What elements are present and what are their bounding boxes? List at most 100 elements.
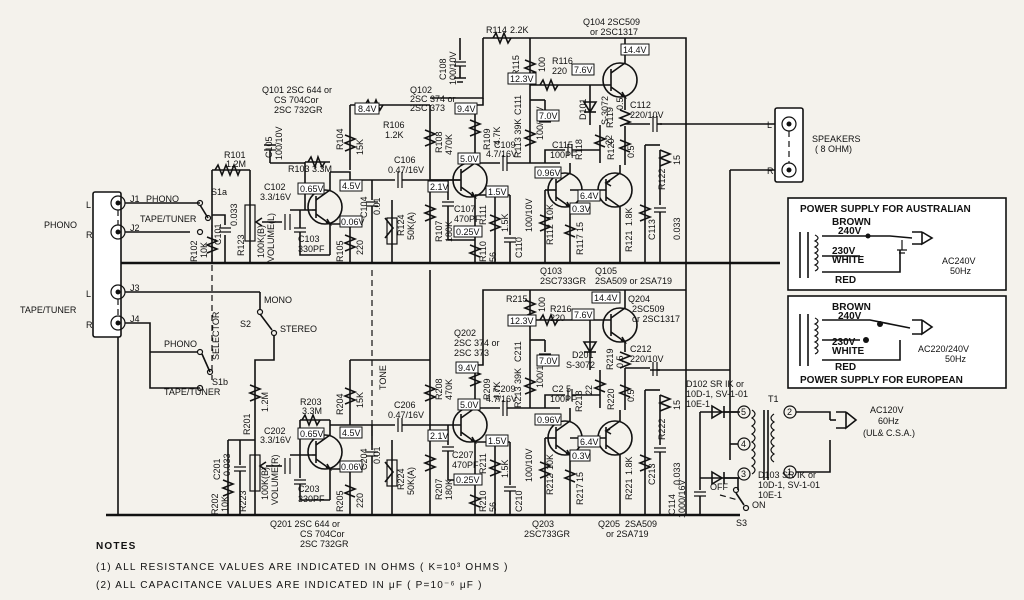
lbl-c112-val: 220/10V (630, 110, 664, 120)
lbl-r124: R124 (396, 214, 406, 236)
lbl-t1-pin1: 1 (787, 467, 792, 477)
lbl-r106-val: 1.2K (385, 130, 404, 140)
lbl-r224: R224 (396, 468, 406, 490)
lbl-ps-eu-white: WHITE (832, 346, 865, 357)
v-bot-2-1: 2.1V (430, 431, 449, 441)
lbl-r117-val: 15 (575, 222, 585, 232)
lbl-c114-val: 1000/16V (677, 479, 687, 518)
lbl-ps-aus-ac: AC240V (942, 256, 976, 266)
lbl-d102-b: 10D-1, SV-1-01 (686, 389, 748, 399)
lbl-r101-val: 1.2M (226, 159, 246, 169)
lbl-r210: R210 (478, 490, 488, 512)
selector-switch (150, 199, 214, 392)
lbl-r112: R112 (545, 224, 555, 245)
lbl-q204-a: Q204 (628, 294, 650, 304)
v-bot-9-4: 9.4V (458, 363, 477, 373)
lbl-r122-val: 15 (672, 155, 682, 165)
lbl-r218: R218 (574, 390, 584, 412)
lbl-ps-eu-red: RED (835, 362, 856, 373)
lbl-ps-aus-white: WHITE (832, 255, 865, 266)
lbl-q202-c: 2SC 373 (454, 348, 489, 358)
lbl-r111-val: 1.5K (500, 213, 510, 232)
lbl-r208: R208 (434, 378, 444, 400)
lbl-vol-l: 100K(B) (256, 225, 266, 258)
lbl-r212-val: 10K (545, 454, 555, 470)
lbl-r211: R211 (478, 453, 488, 474)
lbl-ps-aus-hz: 50Hz (950, 266, 972, 276)
label-s1a: S1a (211, 187, 227, 197)
lbl-t1-pin3: 3 (741, 469, 746, 479)
lbl-r118-val: 22 (604, 135, 614, 145)
lbl-q202-a: Q202 (454, 328, 476, 338)
lbl-d103-a: D103 SR IK or (758, 470, 816, 480)
lbl-r115-val: 100 (537, 57, 547, 72)
lbl-speakers-ohm: ( 8 OHM) (815, 144, 852, 154)
lbl-d103-c: 10E-1 (758, 490, 782, 500)
notes-title: NOTES (96, 541, 137, 552)
label-phono-l: L (86, 200, 91, 210)
lbl-c204: C204 (359, 448, 369, 470)
lbl-r108: R108 (434, 131, 444, 153)
lbl-c213: C213 (647, 463, 657, 485)
label-j1: J1 (130, 194, 140, 204)
lbl-q101-b: CS 704Cor (274, 95, 319, 105)
lbl-r221: R221 (624, 478, 634, 500)
lbl-d103-b: 10D-1, SV-1-01 (758, 480, 820, 490)
lbl-r203: R203 (300, 397, 322, 407)
lbl-r118: R118 (574, 139, 584, 160)
lbl-c203-val: 330PF (298, 494, 325, 504)
lbl-c115: C115 (552, 140, 573, 150)
v-top-7-6: 7.6V (574, 65, 593, 75)
lbl-r116: R116 (552, 56, 573, 66)
lbl-c113-val: 0.033 (672, 217, 682, 240)
lbl-c111-val: 100/10V (535, 106, 545, 140)
speaker-terminals (774, 107, 804, 183)
lbl-r209-val: 4.7K (492, 381, 502, 400)
lbl-r115: R115 (511, 55, 521, 76)
lbl-r122: R122 (657, 168, 667, 190)
v-bot-4-5: 4.5V (342, 428, 361, 438)
lbl-q205-alt: or 2SA719 (606, 529, 649, 539)
lbl-c112: C112 (630, 100, 651, 110)
lbl-c106-val: 0.47/16V (388, 165, 424, 175)
lbl-q104-a: Q104 2SC509 (583, 17, 640, 27)
lbl-r207-val: 180K (444, 479, 454, 500)
v-top-14-4: 14.4V (623, 45, 647, 55)
lbl-ac120: AC120V (870, 405, 904, 415)
label-tape-tuner: TAPE/TUNER (20, 305, 77, 315)
lbl-speakers: SPEAKERS (812, 134, 861, 144)
v-top-12-3: 12.3V (510, 74, 534, 84)
lbl-q103-val: 2SC733GR (540, 276, 587, 286)
lbl-q104-b: or 2SC1317 (590, 27, 638, 37)
v-top-8-4: 8.4V (358, 104, 377, 114)
lbl-q105-val: 2SA509 or 2SA719 (595, 276, 672, 286)
lbl-r216-val: 220 (550, 313, 565, 323)
lbl-q201-a: Q201 2SC 644 or (270, 519, 340, 529)
lbl-r110: R110 (478, 241, 488, 262)
lbl-q201-b: CS 704Cor (300, 529, 345, 539)
v-bot-0-96: 0.96V (537, 415, 561, 425)
lbl-c210: C210 (514, 490, 524, 512)
lbl-r203-val: 3.3M (302, 406, 322, 416)
lbl-ps-aus-title: POWER SUPPLY FOR AUSTRALIAN (800, 204, 971, 215)
lbl-r114: R114 (486, 25, 507, 35)
v-bot-0-06: 0.06V (341, 462, 365, 472)
lbl-d102-a: D102 SR IK or (686, 379, 744, 389)
lbl-q103: Q103 (540, 266, 562, 276)
lbl-r207: R207 (434, 478, 444, 500)
lbl-c104-val: 0.01 (372, 197, 382, 215)
lbl-q102-c: 2SC 373 (410, 103, 445, 113)
lbl-c210-val: 100/10V (524, 448, 534, 482)
lbl-q203-val: 2SC733GR (524, 529, 571, 539)
v-top-0-3: 0.3V (572, 204, 591, 214)
label-s2: S2 (240, 319, 251, 329)
lbl-r119: R119 (605, 107, 615, 128)
lbl-spk-r: R (767, 166, 774, 176)
lbl-c215-val: 100PF (550, 394, 577, 404)
lbl-ps-eu-ac: AC220/240V (918, 344, 969, 354)
label-sel-tape: TAPE/TUNER (164, 387, 221, 397)
lbl-c106: C106 (394, 155, 416, 165)
lbl-r210-val: 56 (488, 502, 498, 512)
lbl-ps-aus-brown: BROWN (832, 217, 871, 228)
